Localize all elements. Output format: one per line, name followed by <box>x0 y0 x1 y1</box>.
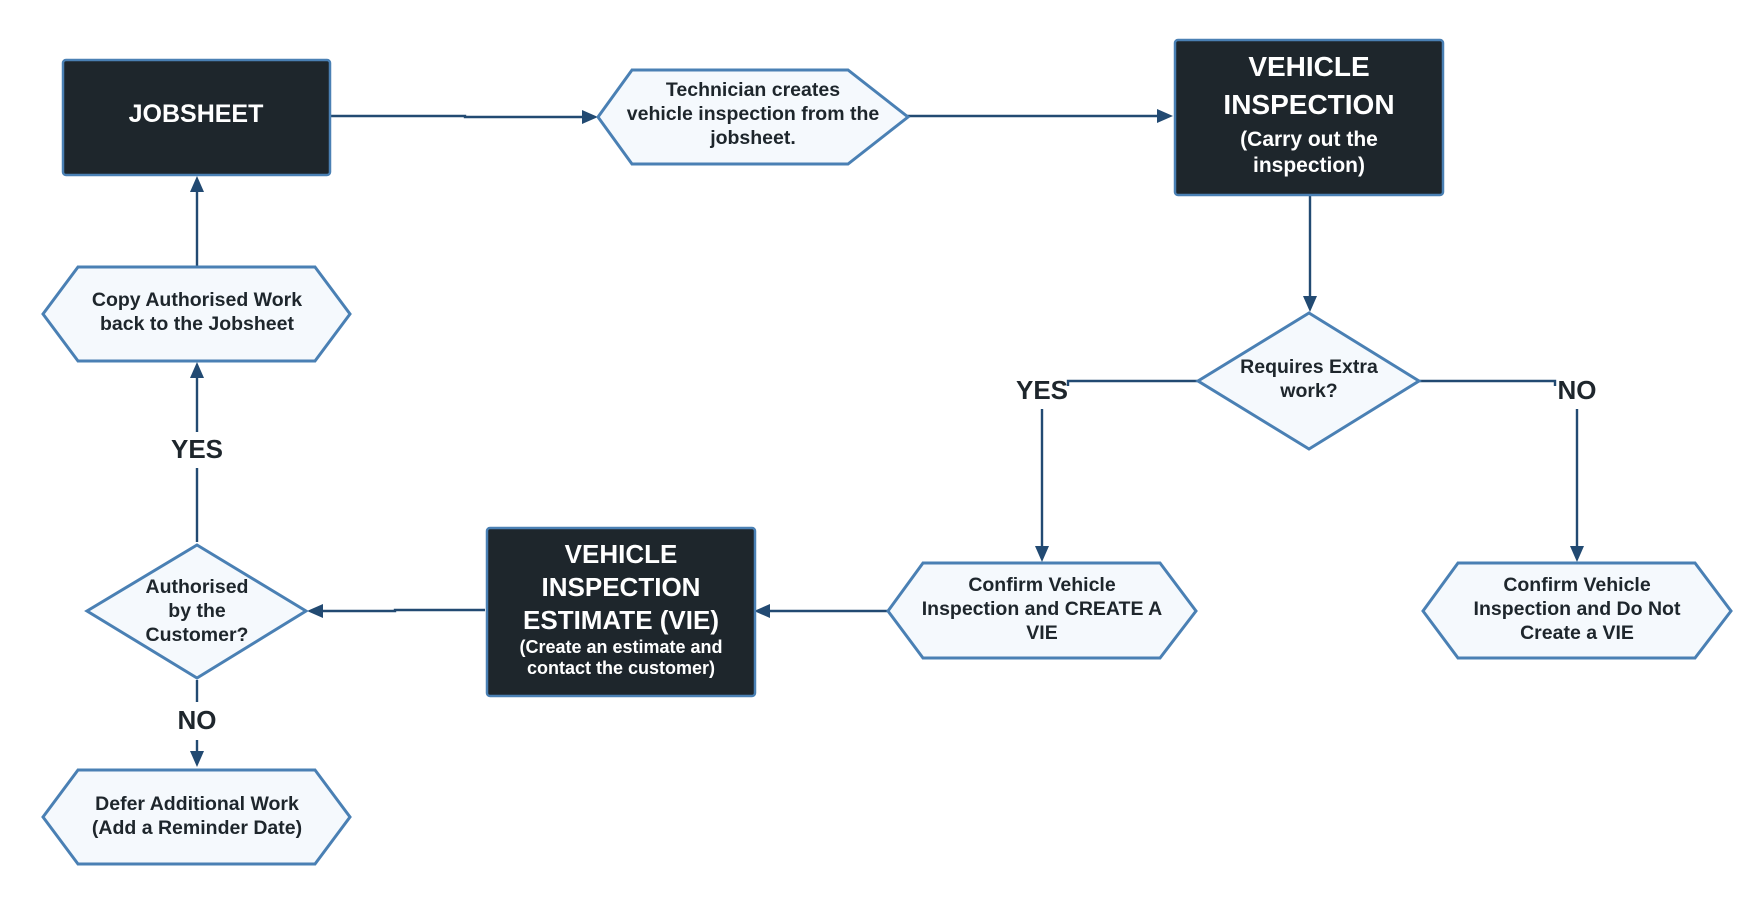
connector-vie-to-authorised <box>307 604 485 618</box>
node-jobsheet[interactable]: JOBSHEET <box>61 58 332 177</box>
node-requires-line-1: Requires Extra <box>1240 356 1378 378</box>
label-authorised-no: NO <box>178 705 217 735</box>
node-inspection-sub-2: inspection) <box>1253 154 1365 177</box>
node-inspection-line-1: VEHICLE <box>1248 51 1369 82</box>
connector-copy-to-jobsheet <box>190 176 204 266</box>
node-jobsheet-line-1: JOBSHEET <box>129 100 264 128</box>
node-copy-authorised-work[interactable]: Copy Authorised Work back to the Jobshee… <box>41 265 352 363</box>
node-confirm-no-line-3: Create a VIE <box>1520 622 1634 644</box>
connector-jobsheet-to-technician <box>330 110 598 124</box>
node-vie-line-3: ESTIMATE (VIE) <box>523 605 719 635</box>
node-authorised-line-2: by the <box>168 600 226 622</box>
node-confirm-create-line-2: Inspection and CREATE A <box>922 598 1163 620</box>
connector-technician-to-inspection <box>905 109 1173 123</box>
connector-confirm-to-vie <box>754 604 888 618</box>
node-vie-sub-1: (Create an estimate and <box>519 637 722 657</box>
node-defer-line-1: Defer Additional Work <box>95 793 299 815</box>
node-confirm-no-line-1: Confirm Vehicle <box>1503 574 1651 596</box>
label-extra-yes: YES <box>1016 375 1068 405</box>
node-technician-line-2: vehicle inspection from the <box>627 103 880 125</box>
node-authorised-by-customer[interactable]: Authorised by the Customer? <box>84 543 309 680</box>
node-inspection-line-2: INSPECTION <box>1223 89 1394 120</box>
node-vie-line-1: VEHICLE <box>565 539 678 569</box>
node-vehicle-inspection-estimate[interactable]: VEHICLE INSPECTION ESTIMATE (VIE) (Creat… <box>485 526 757 698</box>
node-requires-extra-work[interactable]: Requires Extra work? <box>1195 311 1422 451</box>
node-confirm-no-line-2: Inspection and Do Not <box>1474 598 1681 620</box>
node-confirm-no-vie[interactable]: Confirm Vehicle Inspection and Do Not Cr… <box>1421 561 1733 660</box>
node-requires-line-2: work? <box>1279 380 1337 402</box>
node-inspection-sub-1: (Carry out the <box>1240 128 1378 151</box>
node-technician-line-3: jobsheet. <box>709 127 796 149</box>
node-technician-line-1: Technician creates <box>666 79 840 101</box>
connector-decision-yes <box>1035 379 1198 562</box>
node-confirm-create-vie[interactable]: Confirm Vehicle Inspection and CREATE A … <box>886 561 1198 660</box>
label-extra-no: NO <box>1558 375 1597 405</box>
node-authorised-line-1: Authorised <box>146 576 249 598</box>
node-vehicle-inspection[interactable]: VEHICLE INSPECTION (Carry out the inspec… <box>1173 38 1445 197</box>
node-confirm-create-line-3: VIE <box>1026 622 1057 644</box>
connector-inspection-to-decision <box>1303 196 1317 312</box>
node-vie-sub-2: contact the customer) <box>527 658 715 678</box>
node-defer-additional-work[interactable]: Defer Additional Work (Add a Reminder Da… <box>41 768 352 866</box>
node-vie-line-2: INSPECTION <box>542 572 701 602</box>
label-authorised-yes: YES <box>171 434 223 464</box>
connector-authorised-no <box>190 680 204 767</box>
node-confirm-create-line-1: Confirm Vehicle <box>968 574 1116 596</box>
connector-decision-no <box>1418 379 1584 562</box>
node-technician-creates[interactable]: Technician creates vehicle inspection fr… <box>596 68 911 166</box>
node-defer-line-2: (Add a Reminder Date) <box>92 817 302 839</box>
connector-authorised-yes <box>190 362 204 542</box>
node-authorised-line-3: Customer? <box>146 624 249 646</box>
node-copy-line-2: back to the Jobsheet <box>100 313 294 335</box>
node-copy-line-1: Copy Authorised Work <box>92 289 302 311</box>
